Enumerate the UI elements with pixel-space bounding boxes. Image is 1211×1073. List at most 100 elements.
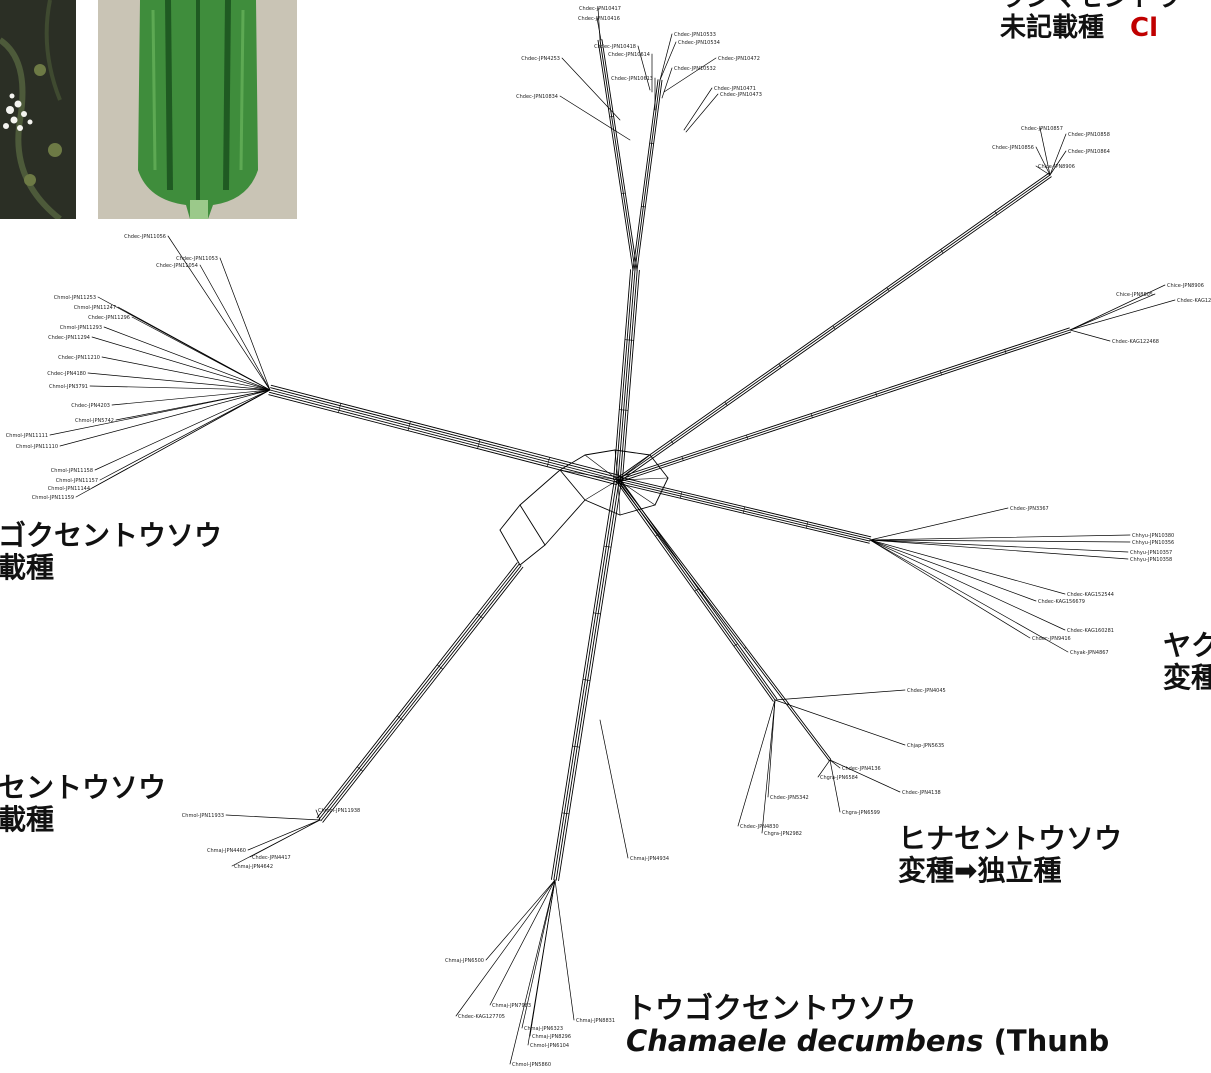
leaf-edge	[104, 327, 270, 390]
branch-hina	[702, 591, 704, 592]
branch-bottom	[562, 813, 569, 814]
leaf-edge	[226, 815, 320, 820]
leaf-edge	[92, 337, 270, 390]
label-left-lower: セントウソウ 載種	[0, 772, 166, 836]
branch-top	[614, 270, 631, 480]
taxon-label: Chmol-JPN11247	[74, 305, 116, 311]
taxon-label: Chmol-JPN11253	[54, 295, 96, 301]
taxon-label: Chmaj-JPN4460	[207, 848, 246, 854]
taxon-label: Chmol-JPN11158	[51, 468, 93, 474]
branch-lower-left	[321, 566, 521, 821]
leaf-edge	[50, 390, 270, 435]
label-bottom: トウゴクセントウソウ Chamaele decumbens (Thunb	[626, 992, 1109, 1059]
taxon-label: Chdec-JPN10864	[1068, 149, 1110, 155]
taxon-label: Chmol-JPN5860	[512, 1062, 551, 1068]
label-hina-line2: 変種➡独立種	[898, 855, 1122, 887]
taxon-label: Chmaj-JPN8296	[532, 1034, 571, 1040]
central-splits	[620, 505, 655, 515]
taxon-label: Chdec-JPN4138	[902, 790, 941, 796]
branch-top	[602, 40, 637, 270]
branch-top	[619, 410, 628, 411]
label-bottom-line2: Chamaele decumbens (Thunb	[626, 1025, 1109, 1058]
central-splits	[520, 545, 545, 565]
taxon-label: Chdec-JPN10834	[516, 94, 558, 100]
label-top-right-line1: ラシマセントウ	[1000, 0, 1181, 14]
leaf-edge	[528, 880, 555, 1045]
central-splits	[585, 450, 615, 455]
branch-top	[598, 40, 633, 270]
branch-top	[610, 116, 614, 117]
taxon-label: Chdec-JPN4045	[907, 688, 946, 694]
central-splits	[520, 470, 560, 505]
branch-bottom	[572, 746, 579, 747]
taxon-label: Chdec-JPN10416	[578, 16, 620, 22]
taxon-label: Chdec-KAG127705	[458, 1014, 505, 1020]
branch-hina	[617, 481, 829, 761]
taxon-label: Chdec-JPN3367	[1010, 506, 1049, 512]
taxon-label: Chmol-JPN11111	[6, 433, 48, 439]
taxon-label: Chmol-JPN6104	[530, 1043, 569, 1049]
taxon-label: Chdec-JPN10473	[720, 92, 762, 98]
taxon-label: Chmol-JPN11157	[56, 478, 98, 484]
branch-left	[269, 395, 617, 485]
central-splits	[500, 505, 520, 530]
branch-top	[600, 40, 635, 270]
branch-lower-left	[317, 563, 517, 818]
taxon-label: Chdec-JPN11294	[48, 335, 90, 341]
branch-top	[650, 143, 654, 144]
leaf-edge	[664, 58, 716, 92]
branch-top-right	[995, 211, 998, 215]
branch-top	[618, 270, 635, 480]
taxon-label: Chhyu-JPN10380	[1132, 533, 1174, 539]
taxon-label: Chmol-JPN11933	[182, 813, 224, 819]
taxon-label: Chyak-JPN4867	[1070, 650, 1109, 656]
taxon-label: Chdec-KAG122468	[1177, 298, 1211, 304]
species-name-italic: Chamaele decumbens	[626, 1024, 983, 1058]
taxon-label: Chdec-JPN10532	[674, 66, 716, 72]
branch-top	[616, 270, 633, 480]
taxon-label: Chdec-JPN4180	[47, 371, 86, 377]
label-right-line1: ヤク	[1163, 630, 1211, 662]
branch-left	[271, 385, 619, 475]
leaf-edge	[762, 700, 775, 833]
leaf-edge	[738, 700, 775, 826]
taxon-label: Chdec-KAG156679	[1038, 599, 1085, 605]
taxon-label: Chdec-KAG152544	[1067, 592, 1114, 598]
label-right: ヤク 変種	[1163, 630, 1211, 694]
leaf-edge	[600, 720, 628, 858]
label-right-line2: 変種	[1163, 662, 1211, 694]
taxon-label: Chmol-JPN11293	[60, 325, 102, 331]
leaf-edge	[660, 42, 676, 80]
label-left-lower-line2: 載種	[0, 804, 166, 836]
branch-left	[271, 388, 619, 478]
leaf-edge	[486, 880, 555, 960]
leaf-edge	[775, 700, 905, 745]
taxon-label: Chmaj-JPN4934	[630, 856, 669, 862]
taxon-label: Chmaj-JPN7983	[492, 1003, 531, 1009]
taxon-label: Chdec-JPN11056	[124, 234, 166, 240]
central-splits	[520, 505, 545, 545]
label-left-upper-line1: ゴクセントウソウ	[0, 520, 222, 552]
leaf-edge	[555, 880, 574, 1020]
authority-text: (Thunb	[983, 1024, 1109, 1058]
leaf-edge	[248, 820, 320, 850]
taxon-label: Chdec-JPN4203	[71, 403, 110, 409]
leaf-edge	[870, 535, 1130, 540]
branch-lower-left	[319, 564, 519, 819]
leaf-edge	[1070, 330, 1110, 341]
branch-hina	[695, 589, 699, 592]
branch-lower-left	[323, 567, 523, 822]
branch-hina	[744, 647, 746, 648]
branch-top	[637, 80, 662, 270]
branch-right-upper	[619, 332, 1071, 482]
branch-hina	[619, 479, 831, 759]
taxon-label: Chdec-JPN10418	[594, 44, 636, 50]
taxon-label: Chdec-JPN10533	[674, 32, 716, 38]
taxon-label: Chmaj-JPN6500	[445, 958, 484, 964]
taxon-label: Chmol-JPN11144	[48, 486, 90, 492]
taxon-label: Chhyu-JPN10356	[1132, 540, 1174, 546]
taxon-label: Chgra-JPN2982	[764, 831, 802, 837]
taxon-label: Chmol-JPN11938	[318, 808, 360, 814]
leaf-edge	[686, 94, 718, 132]
